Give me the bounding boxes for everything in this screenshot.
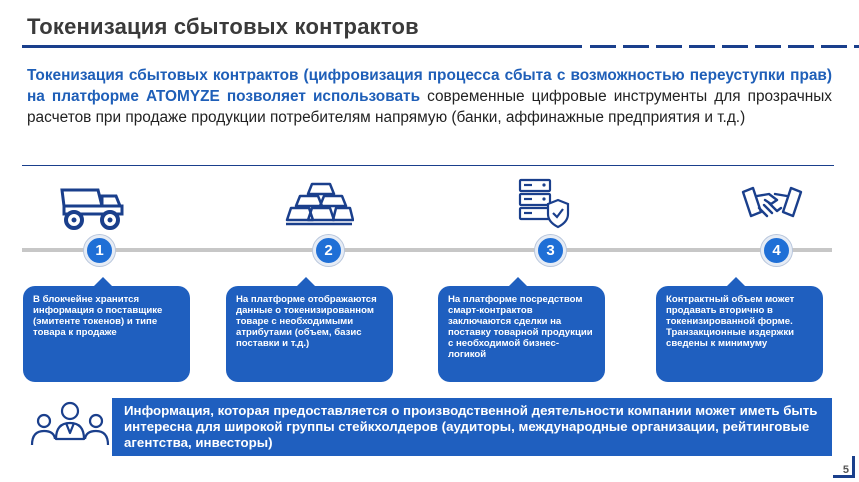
step-card-1: В блокчейне хранится информация о постав… (23, 277, 190, 382)
page-corner-mark (833, 456, 855, 478)
stakeholders-icon (30, 401, 110, 446)
step-card-4: Контрактный объем может продавать вторич… (656, 277, 823, 382)
mining-truck-icon (60, 188, 124, 230)
step-number-1: 1 (84, 235, 115, 266)
intro-paragraph: Токенизация сбытовых контрактов (цифрови… (27, 65, 832, 128)
step-card-2: На платформе отображаются данные о токен… (226, 277, 393, 382)
page-number: 5 (842, 464, 849, 476)
title-underline (22, 45, 582, 48)
step-number-2: 2 (313, 235, 344, 266)
handshake-icon (741, 186, 803, 218)
intro-normal-text: современные цифровые инструменты для про… (27, 88, 832, 126)
slide-title: Токенизация сбытовых контрактов (27, 14, 419, 39)
gold-bars-icon (285, 182, 354, 226)
step-number-3: 3 (535, 235, 566, 266)
step-card-3: На платформе посредством смарт-контракто… (438, 277, 605, 382)
stakeholder-info-box: Информация, которая предоставляется о пр… (112, 398, 832, 456)
timeline-line (22, 248, 832, 252)
intro-bold-text: Токенизация сбытовых контрактов (цифрови… (27, 67, 832, 105)
secure-server-icon (518, 178, 570, 229)
step-number-4: 4 (761, 235, 792, 266)
title-underline-dashed (590, 45, 859, 48)
section-divider (22, 165, 834, 166)
